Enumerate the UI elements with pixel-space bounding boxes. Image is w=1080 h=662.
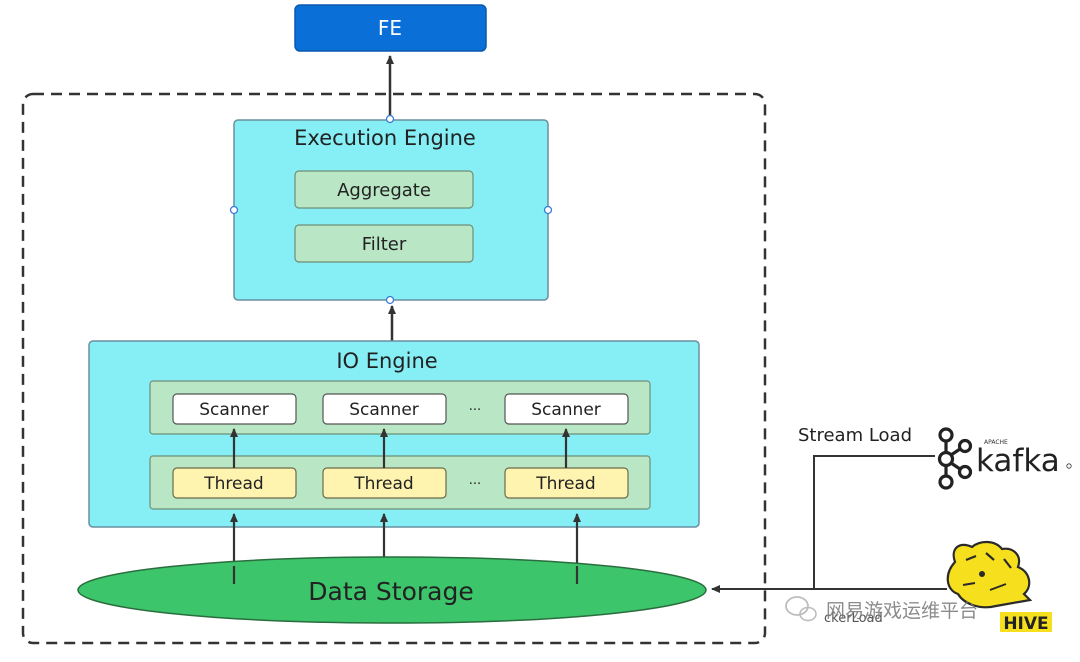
- aggregate-label: Aggregate: [337, 180, 431, 201]
- hive-wordmark: HIVE: [1003, 614, 1048, 634]
- scanner-1: [172, 393, 297, 425]
- io-engine-title: IO Engine: [336, 349, 437, 373]
- scanner-2-label: Scanner: [349, 400, 419, 420]
- kafka-apache-text: APACHE: [984, 439, 1008, 446]
- scanner-3-label: Scanner: [531, 400, 601, 420]
- fe-label: FE: [378, 16, 402, 40]
- hive-text-banner: [1000, 612, 1052, 632]
- hive-partial-text: ckerLoad: [824, 611, 883, 626]
- handle-bottom: [385, 295, 395, 305]
- data-storage-label: Data Storage: [308, 577, 473, 606]
- kafka-logo: APACHE kafka: [937, 427, 1072, 490]
- thread-1-label: Thread: [203, 474, 263, 494]
- backend-boundary: [21, 92, 767, 645]
- watermark-text: 网易游戏运维平台: [826, 600, 978, 622]
- io-engine: IO Engine Scanner Scanner ··· Scanner Th…: [88, 340, 700, 528]
- execution-engine: Execution Engine Aggregate Filter: [229, 114, 553, 305]
- handle-right: [543, 205, 553, 215]
- handle-left: [229, 205, 239, 215]
- fe-node: FE: [294, 4, 487, 52]
- thread-2-label: Thread: [353, 474, 413, 494]
- handle-top: [385, 114, 395, 124]
- scanner-1-label: Scanner: [199, 400, 269, 420]
- scanner-3: [504, 393, 629, 425]
- stream-load-path: Stream Load: [711, 425, 947, 593]
- wechat-icon: [785, 596, 817, 622]
- watermark: 网易游戏运维平台: [785, 596, 978, 622]
- kafka-wordmark: kafka: [976, 443, 1060, 479]
- aggregate-operator: [294, 170, 474, 209]
- data-storage: Data Storage: [77, 556, 707, 624]
- filter-label: Filter: [362, 234, 407, 255]
- thread-3-label: Thread: [535, 474, 595, 494]
- thread-ellipsis: ···: [469, 477, 481, 492]
- kafka-icon: [937, 427, 973, 490]
- hive-logo: HIVE ckerLoad: [824, 540, 1052, 634]
- stream-load-label: Stream Load: [798, 425, 912, 446]
- hive-bee-icon: [946, 540, 1033, 609]
- scanner-2: [322, 393, 447, 425]
- scanner-ellipsis: ···: [469, 403, 481, 418]
- execution-engine-title: Execution Engine: [294, 126, 476, 150]
- filter-operator: [294, 224, 474, 263]
